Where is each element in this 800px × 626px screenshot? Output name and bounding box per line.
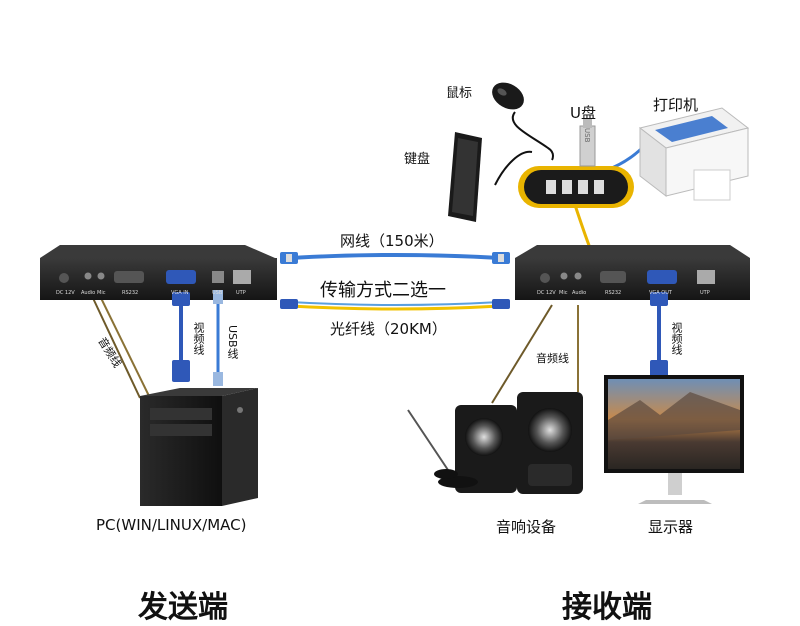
printer-cable [611, 146, 644, 170]
sender-port-label: RS232 [122, 290, 139, 296]
dc-port-icon [540, 273, 550, 283]
keyboard-cable [494, 150, 533, 186]
mic-port-icon [560, 272, 568, 280]
pc-label: PC(WIN/LINUX/MAC) [96, 516, 247, 534]
audio-cable-right-label: 音频线 [536, 352, 569, 365]
mouse-cable [511, 111, 554, 161]
vga-out-port-icon [647, 270, 677, 284]
rj45-port-icon [697, 270, 715, 284]
rs232-port-icon [600, 271, 626, 283]
dc-port-icon [59, 273, 69, 283]
receiver-port-label: Mic [559, 290, 568, 296]
receiver-port-label: DC 12V [537, 290, 556, 296]
usb-stick-text: USB [583, 128, 591, 143]
usb-plug-top-icon [213, 290, 223, 304]
printer-icon [638, 107, 750, 201]
audio-port-icon [574, 272, 582, 280]
fiber-plug-left-icon [280, 299, 298, 309]
receiver-port-label: UTP [700, 290, 710, 296]
keyboard-icon [448, 132, 482, 222]
monitor-icon [604, 375, 744, 504]
usb-plug-bottom-icon [213, 372, 223, 386]
sender-port-label: Audio [81, 290, 96, 296]
display-label: 显示器 [648, 518, 694, 536]
vga-plug-bottom-left-icon [172, 360, 190, 382]
microphone-icon [407, 409, 458, 479]
vga-plug-top-right-icon [650, 292, 668, 306]
sender-port-label: DC 12V [56, 290, 75, 296]
rj45-port-icon [233, 270, 251, 284]
usb-disk-label: U盘 [570, 104, 596, 122]
receiver-port-label: RS232 [605, 290, 622, 296]
vga-in-port-icon [166, 270, 196, 284]
network-cable-label: 网线（150米） [340, 232, 444, 250]
sender-port-label: UTP [236, 290, 246, 296]
vga-plug-top-left-icon [172, 292, 190, 306]
receiver-heading: 接收端 [562, 590, 652, 625]
mouse-icon [492, 82, 524, 110]
mouse-label: 鼠标 [446, 86, 473, 101]
usb-hub [518, 166, 634, 208]
printer-label: 打印机 [653, 96, 699, 114]
sender-heading: 发送端 [138, 590, 228, 625]
kvm-extender-diagram [40, 82, 750, 506]
receiver-port-label: Audio [572, 290, 587, 296]
pc-tower [140, 388, 258, 506]
audio-device-label: 音响设备 [496, 518, 557, 536]
fiber-cable-yellow [289, 304, 501, 311]
keyboard-label: 键盘 [404, 152, 431, 167]
fiber-cable-blue [289, 301, 501, 306]
video-cable-left-label: 视频线 [192, 322, 205, 355]
audio-cable-left-1 [91, 295, 141, 399]
usb-cable-label: USB线 [226, 325, 239, 359]
audio-cable-right-1 [491, 304, 553, 404]
audio-port-icon [84, 272, 92, 280]
sender-port-label: VGA IN [171, 290, 189, 296]
fiber-plug-right-icon [492, 299, 510, 309]
audio-cable-left-2 [99, 295, 151, 399]
hub-cable [573, 204, 592, 249]
fiber-cable-label: 光纤线（20KM） [330, 320, 447, 338]
sender-port-label: USB [212, 290, 223, 296]
speaker-left [438, 405, 517, 493]
receiver-port-label: VGA OUT [649, 290, 672, 296]
speaker-right [517, 392, 583, 494]
receiver-box [515, 245, 750, 300]
network-cable [289, 253, 501, 260]
usb-b-port-icon [212, 271, 224, 283]
sender-box [40, 245, 277, 300]
sender-port-label: Mic [97, 290, 106, 296]
mic-port-icon [97, 272, 105, 280]
video-cable-right-label: 视频线 [670, 322, 683, 355]
rs232-port-icon [114, 271, 144, 283]
usb-stick [579, 118, 596, 167]
transmission-label: 传输方式二选一 [320, 280, 446, 301]
